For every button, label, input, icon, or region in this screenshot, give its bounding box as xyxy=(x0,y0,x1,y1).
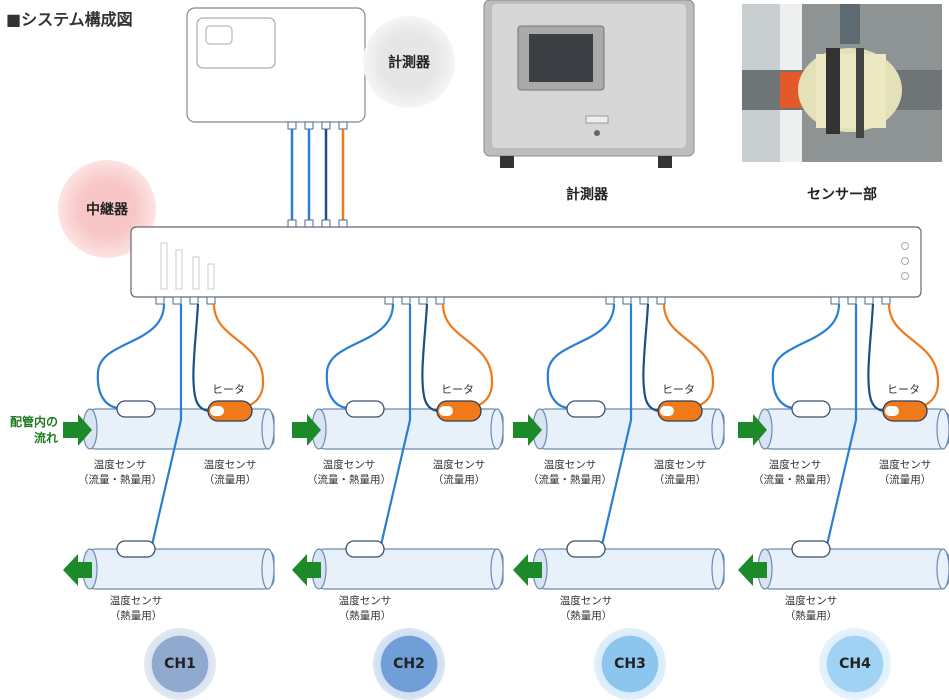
ch1-heater-label: ヒータ xyxy=(212,383,245,396)
ch3-badge: CH3 xyxy=(594,628,666,700)
flow-out-arrow xyxy=(292,554,321,586)
wire-sensor-a xyxy=(771,303,841,410)
sensor-c xyxy=(791,540,831,558)
wire-heater xyxy=(441,303,494,408)
flow-in-arrow xyxy=(513,414,542,446)
sensor-c xyxy=(116,540,156,558)
ch3-sensor-c-label-line2: （熱量用） xyxy=(559,610,613,622)
wire-sensor-a xyxy=(546,303,616,410)
instrument-relay-cables xyxy=(290,129,345,220)
wire-sensor-b xyxy=(642,303,665,413)
flow-label-line2: 流れ xyxy=(33,431,58,445)
ch4-sensor-b-label-line2: （流量用） xyxy=(878,474,932,486)
channel-groups xyxy=(63,296,949,590)
flow-out-arrow xyxy=(738,554,767,586)
sensor-a xyxy=(566,400,606,418)
channel-4-diagram xyxy=(738,296,949,590)
ch2-badge: CH2 xyxy=(373,628,445,700)
sensor-photo xyxy=(742,4,942,162)
instrument-photo xyxy=(478,0,698,172)
wire-sensor-c xyxy=(825,304,858,546)
ch3-sensor-a-label-line1: 温度センサ xyxy=(543,459,597,471)
ch4-sensor-b-label-line1: 温度センサ xyxy=(878,459,932,471)
ch1-sensor-c-label-line2: （熱量用） xyxy=(109,610,163,622)
lower-pipe xyxy=(535,548,725,590)
ch1-sensor-b-label-line2: （流量用） xyxy=(203,474,257,486)
ch1-sensor-a-label-line1: 温度センサ xyxy=(93,459,147,471)
lower-pipe xyxy=(760,548,949,590)
flow-in-arrow xyxy=(738,414,767,446)
ch4-sensor-c-label-line2: （熱量用） xyxy=(784,610,838,622)
ch4-sensor-c-label-line1: 温度センサ xyxy=(784,595,838,607)
wire-sensor-b xyxy=(421,303,444,413)
wire-sensor-a xyxy=(96,303,166,410)
ch2-sensor-c-label-line2: （熱量用） xyxy=(338,610,392,622)
wire-sensor-b xyxy=(192,303,215,413)
ch4-sensor-a-label-line2: （流量・熱量用） xyxy=(753,474,837,486)
ch4-badge-label: CH4 xyxy=(839,656,871,672)
ch4-badge: CH4 xyxy=(819,628,891,700)
instrument-bubble-label: 計測器 xyxy=(388,55,430,71)
flow-in-arrow xyxy=(292,414,321,446)
wire-heater xyxy=(662,303,715,408)
sensor-photo-caption: センサー部 xyxy=(807,187,877,203)
wire-sensor-b xyxy=(867,303,890,413)
ch3-badge-label: CH3 xyxy=(614,656,646,672)
channel-1-diagram xyxy=(63,296,275,590)
wire-sensor-c xyxy=(379,304,412,546)
instrument-bubble xyxy=(363,16,455,108)
ch2-sensor-b-label-line1: 温度センサ xyxy=(432,459,486,471)
ch2-sensor-b-label-line2: （流量用） xyxy=(432,474,486,486)
flow-out-arrow xyxy=(513,554,542,586)
lower-pipe xyxy=(314,548,504,590)
sensor-c xyxy=(566,540,606,558)
channel-3-diagram xyxy=(513,296,725,590)
instrument-schematic xyxy=(186,7,366,130)
ch4-heater-label: ヒータ xyxy=(887,383,920,396)
ch1-badge: CH1 xyxy=(144,628,216,700)
wire-heater xyxy=(887,303,940,408)
ch1-sensor-c-label-line1: 温度センサ xyxy=(109,595,163,607)
flow-label: 配管内の 流れ xyxy=(0,414,58,446)
sensor-a xyxy=(791,400,831,418)
ch3-sensor-a-label-line2: （流量・熱量用） xyxy=(528,474,612,486)
ch1-sensor-b-label-line1: 温度センサ xyxy=(203,459,257,471)
ch4-sensor-a-label-line1: 温度センサ xyxy=(768,459,822,471)
wire-sensor-c xyxy=(150,304,183,546)
flow-out-arrow xyxy=(63,554,92,586)
wire-sensor-a xyxy=(325,303,395,410)
channel-2-diagram xyxy=(292,296,504,590)
ch2-badge-label: CH2 xyxy=(393,656,425,672)
lower-pipe xyxy=(85,548,275,590)
relay-unit xyxy=(130,219,922,298)
ch2-sensor-a-label-line2: （流量・熱量用） xyxy=(307,474,391,486)
wire-heater xyxy=(212,303,265,408)
flow-label-line1: 配管内の xyxy=(9,415,58,429)
diagram-title: ■システム構成図 xyxy=(6,10,133,29)
ch1-sensor-a-label-line2: （流量・熱量用） xyxy=(78,474,162,486)
ch2-sensor-a-label-line1: 温度センサ xyxy=(322,459,376,471)
ch1-badge-label: CH1 xyxy=(164,656,196,672)
ch2-heater-label: ヒータ xyxy=(441,383,474,396)
ch3-sensor-b-label-line2: （流量用） xyxy=(653,474,707,486)
sensor-a xyxy=(116,400,156,418)
relay-bubble-label: 中継器 xyxy=(86,202,128,218)
ch3-heater-label: ヒータ xyxy=(662,383,695,396)
wire-sensor-c xyxy=(600,304,633,546)
ch3-sensor-c-label-line1: 温度センサ xyxy=(559,595,613,607)
sensor-a xyxy=(345,400,385,418)
ch3-sensor-b-label-line1: 温度センサ xyxy=(653,459,707,471)
flow-in-arrow xyxy=(63,414,92,446)
instrument-photo-caption: 計測器 xyxy=(566,187,608,203)
sensor-c xyxy=(345,540,385,558)
ch2-sensor-c-label-line1: 温度センサ xyxy=(338,595,392,607)
